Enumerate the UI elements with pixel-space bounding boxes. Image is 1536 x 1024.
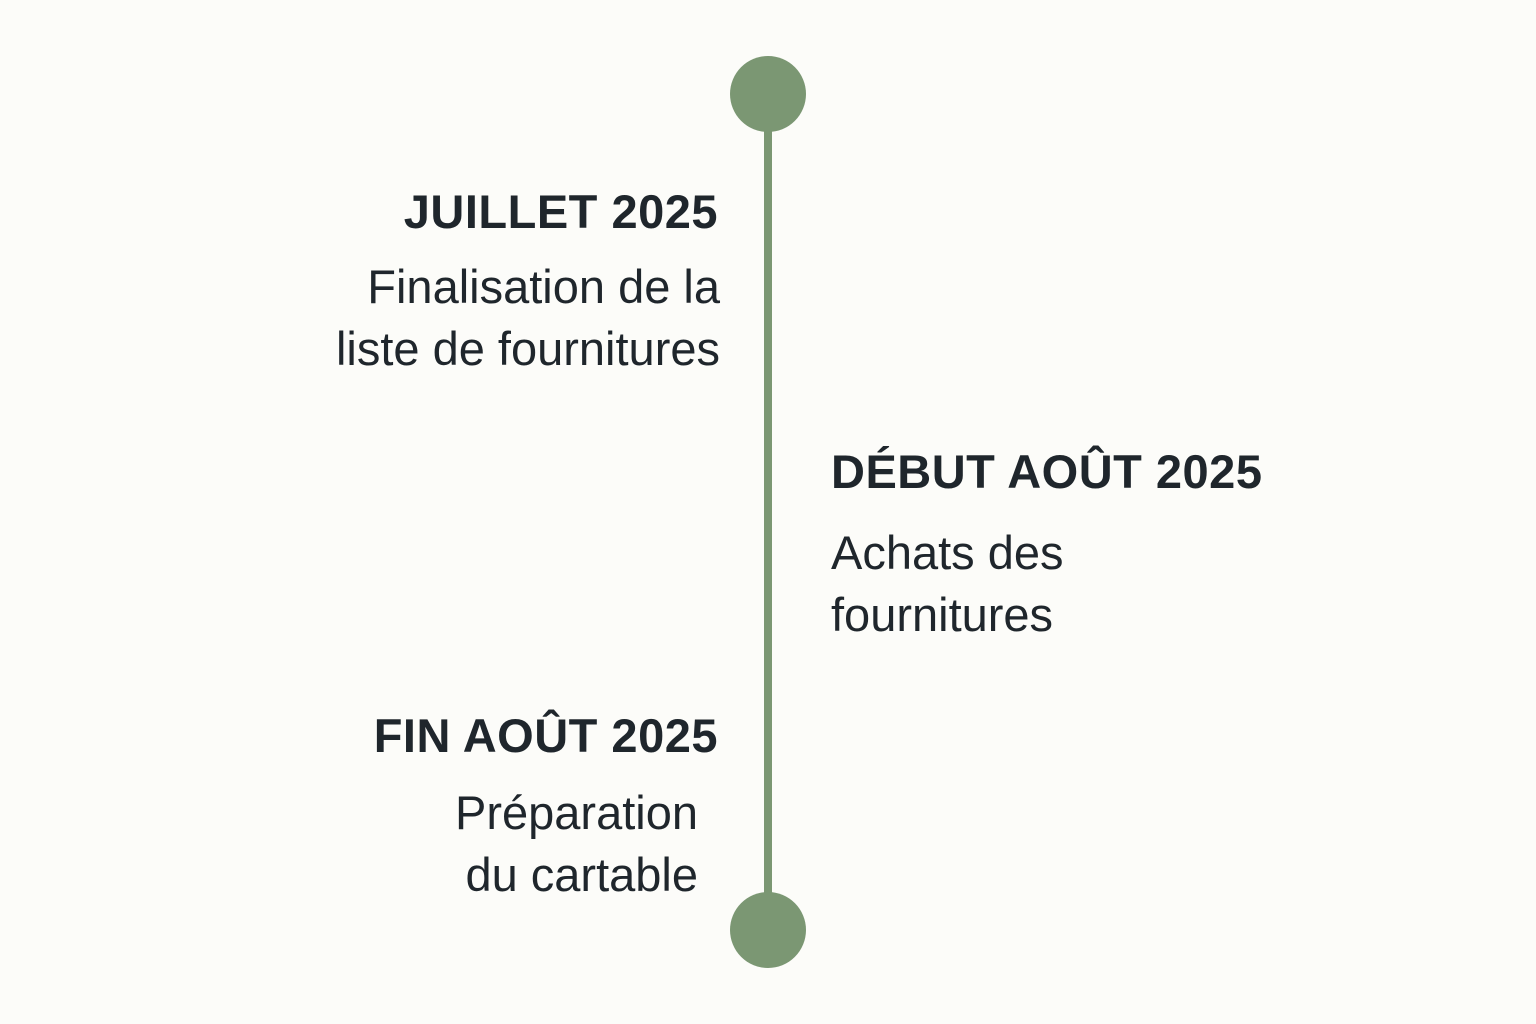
event-description: Achats des fournitures bbox=[831, 526, 1064, 641]
event-date: FIN AOÛT 2025 bbox=[373, 709, 718, 762]
event-description: Préparation du cartable bbox=[455, 786, 698, 901]
timeline-end-node bbox=[730, 892, 806, 968]
timeline-start-node bbox=[730, 56, 806, 132]
event-description: Finalisation de la liste de fournitures bbox=[335, 260, 720, 375]
event-date: JUILLET 2025 bbox=[403, 185, 718, 238]
event-date: DÉBUT AOÛT 2025 bbox=[831, 445, 1263, 498]
timeline-event-late-august: FIN AOÛT 2025 Préparation du cartable bbox=[200, 708, 720, 906]
timeline-event-early-august: DÉBUT AOÛT 2025 Achats des fournitures bbox=[831, 444, 1431, 646]
timeline-line bbox=[764, 94, 772, 930]
timeline-event-july: JUILLET 2025 Finalisation de la liste de… bbox=[200, 184, 720, 380]
